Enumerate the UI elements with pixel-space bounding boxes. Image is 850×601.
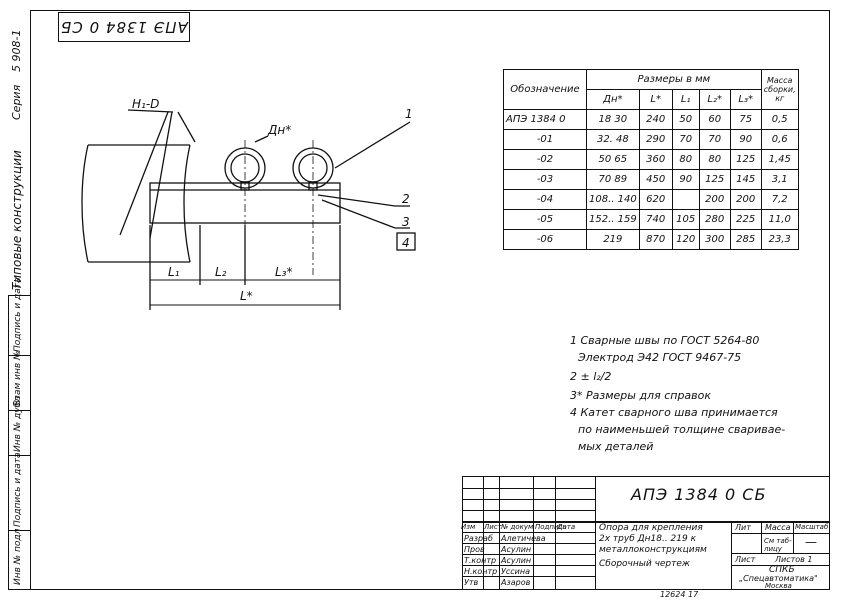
callout-h1d: H₁-D [132, 97, 159, 111]
top-stamp: АПЭ 1384 0 СБ [58, 12, 190, 42]
th-l3: L₃* [729, 89, 762, 110]
tb-name-4: Уссина [501, 567, 531, 576]
tb-role-3: Т.контр [464, 556, 497, 565]
dim-l3: L₃* [275, 265, 293, 279]
note-3: 3* Размеры для справок [570, 389, 712, 402]
th-mass: Масса сборки, кг [760, 69, 799, 110]
tb-role-1: Разраб [464, 534, 493, 543]
tb-hdr-sign: Подпись [535, 523, 567, 531]
tb-hdr-doc: № докум [501, 523, 534, 531]
dim-l2: L₂ [215, 265, 227, 279]
tb-org-1: СПКБ [769, 565, 795, 575]
tb-name-line-3: металлоконструкциям [599, 545, 707, 555]
tb-name-line-4: Сборочный чертеж [599, 559, 691, 569]
dim-l1: L₁ [168, 265, 180, 279]
callout-dn: Дн* [267, 123, 291, 137]
tb-hdr-list: Лист [484, 523, 502, 531]
th-l2: L₂* [698, 89, 731, 110]
note-1: 1 Сварные швы по ГОСТ 5264-80 [570, 334, 760, 347]
tb-name-2: Асулин [501, 545, 532, 554]
dim-l: L* [240, 289, 253, 303]
note-4b: по наименьшей толщине свариваe- [578, 423, 786, 436]
th-dn: Дн* [586, 89, 640, 110]
callout-4: 4 [402, 236, 410, 250]
tb-name-line-1: Опора для крепления [599, 523, 703, 533]
tb-role-4: Н.контр [464, 567, 498, 576]
tb-role-2: Пров [464, 545, 485, 554]
note-2: 2 ± l₂/2 [570, 370, 612, 383]
tb-scale-value: — [805, 535, 817, 549]
tb-org-2: „Спецавтоматика" [739, 574, 818, 583]
title-block: АПЭ 1384 0 СБ Изм Лист № докум Подпись Д… [461, 476, 830, 590]
th-designation: Обозначение [503, 69, 587, 110]
callout-1: 1 [405, 107, 413, 121]
callout-2: 2 [402, 192, 410, 206]
th-l1: L₁ [671, 89, 700, 110]
note-1b: Электрод Э42 ГОСТ 9467-75 [578, 351, 742, 364]
tb-scale: Масштаб [795, 523, 829, 531]
note-4: 4 Катет сварного шва принимается [570, 406, 778, 419]
callout-3: 3 [402, 215, 410, 229]
tb-sheet: Лист [735, 555, 756, 564]
tb-name-5: Азаров [501, 578, 531, 587]
th-group: Размеры в мм [586, 69, 762, 90]
note-4c: мых деталей [578, 440, 654, 453]
sizes-table: Обозначение Размеры в мм Масса сборки, к… [503, 69, 799, 250]
tb-hdr-izm: Изм [461, 523, 476, 531]
tb-lit: Лит [735, 523, 751, 532]
tb-name-1: Алетичева [501, 534, 546, 543]
tb-sheets: Листов 1 [775, 555, 813, 564]
tb-role-5: Утв [464, 578, 479, 587]
tb-hdr-date: Дата [557, 523, 576, 531]
tb-org-3: Москва [765, 582, 792, 590]
tb-name-line-2: 2х труб Дн18.. 219 к [599, 534, 697, 544]
tb-code: АПЭ 1384 0 СБ [631, 485, 767, 504]
tb-name-3: Асулин [501, 556, 532, 565]
pipe-outline [81, 144, 191, 263]
left-column: 5 908-1 Серия Типовые конструкции Подпис… [0, 0, 31, 590]
tb-mass: Масса [765, 523, 791, 532]
footer-number: 12624 17 [660, 590, 699, 599]
th-l: L* [638, 89, 673, 110]
tb-mass-value: См таб-лицу [764, 537, 792, 553]
